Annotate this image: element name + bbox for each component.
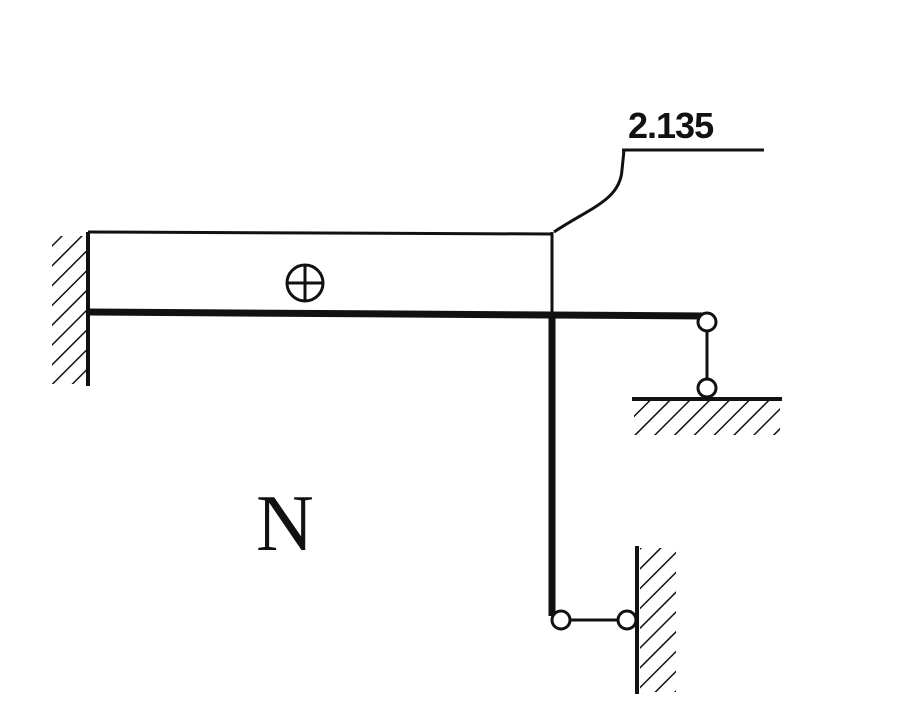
force-band	[87, 230, 554, 316]
force-band-top-edge	[87, 230, 553, 236]
roller-bottom-hinge	[696, 377, 718, 399]
force-value-label: 2.135	[628, 105, 714, 146]
right-wall-hatching	[640, 548, 676, 692]
diagram-title-label: N	[256, 480, 314, 568]
horizontal-beam	[87, 308, 707, 320]
left-fixed-support	[52, 232, 90, 386]
ground-hatching	[634, 401, 780, 435]
right-roller-support	[632, 311, 782, 435]
positive-sign-icon	[285, 263, 325, 303]
leader-curve	[553, 149, 626, 234]
bottom-link-support	[550, 546, 676, 694]
wall-hinge	[616, 609, 638, 631]
value-leader	[553, 148, 764, 234]
left-support-hatching	[52, 236, 86, 384]
column-bottom-hinge	[550, 609, 572, 631]
roller-top-hinge	[696, 311, 718, 333]
